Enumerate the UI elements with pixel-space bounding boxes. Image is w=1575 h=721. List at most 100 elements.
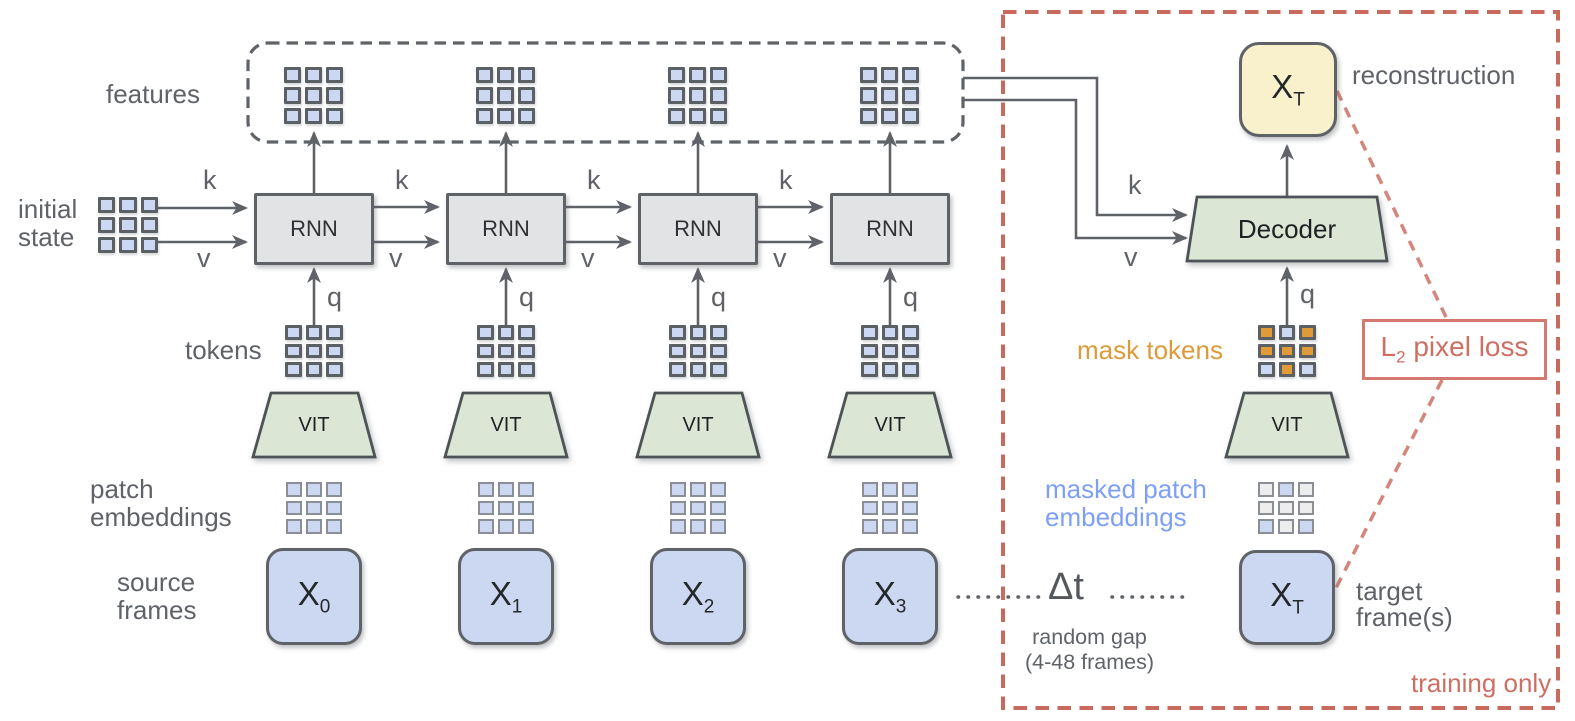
patch-cell [881, 343, 899, 359]
source-frames-label-line1: source [117, 567, 196, 597]
patch-cell [285, 343, 302, 359]
patch-cell [497, 107, 514, 124]
patch-cell [1278, 343, 1296, 359]
decoder-trapezoid: Decoder [1185, 194, 1389, 264]
patch-cell [710, 500, 726, 516]
features-grid-1 [284, 67, 343, 124]
source-frames-label-line2: frames [117, 595, 197, 625]
patch-cell [690, 519, 706, 534]
patch-cell [305, 362, 323, 377]
patch-cell [326, 482, 342, 497]
k-label-decoder: k [1128, 170, 1142, 200]
source-frame-x1: X1 [458, 548, 554, 645]
patch-cell [518, 343, 535, 359]
patch-cell [305, 87, 322, 104]
patch-cell [98, 217, 116, 233]
patch-cell [902, 107, 919, 124]
patch-cell [862, 482, 878, 497]
patch-cell [668, 87, 685, 104]
patch-cell [668, 67, 685, 84]
initial-state-grid [98, 197, 158, 253]
patch-cell [710, 67, 727, 84]
patch-cell [902, 325, 919, 340]
patch-embeddings-label-line1: patch [90, 474, 154, 504]
random-gap-label-line1: random gap [1032, 625, 1147, 649]
patch-cell [861, 343, 878, 359]
v-label-decoder: v [1124, 242, 1138, 272]
patch-cell [305, 107, 322, 124]
patch-cell [306, 519, 322, 534]
features-label: features [106, 79, 200, 109]
patch-cell [326, 67, 343, 84]
patch-cell [478, 482, 494, 497]
patch-cell [1299, 343, 1316, 359]
patch-cell [881, 107, 898, 124]
patch-cell [861, 362, 878, 377]
rnn-box-2: RNN [446, 193, 566, 265]
patch-cell [669, 325, 686, 340]
l2-pixel-loss-label: L2 pixel loss [1380, 331, 1529, 367]
training-only-dashed-box [1001, 10, 1560, 710]
delta-t-label: Δt [1048, 566, 1084, 608]
tokens-grid-2 [477, 325, 535, 377]
vit-label: VIT [1271, 413, 1303, 436]
patch-cell [477, 362, 494, 377]
k-label-1: k [203, 165, 217, 195]
patch-cell [669, 343, 686, 359]
q-label-1: q [327, 282, 343, 312]
patch-cell [286, 482, 302, 497]
rnn-box-1: RNN [254, 193, 374, 265]
patch-cell [284, 87, 301, 104]
random-gap-label-line2: (4-48 frames) [1024, 650, 1155, 674]
patch-cell [668, 107, 685, 124]
patch-cell [140, 197, 158, 213]
patch-cell [862, 500, 878, 516]
patch-cell [902, 67, 919, 84]
features-dashed-box [246, 41, 965, 144]
target-frame-label-line2: frame(s) [1356, 602, 1453, 632]
patch-cell [286, 519, 302, 534]
initial-state-label-line1: initial [18, 194, 78, 224]
vit-trapezoid-3: VIT [635, 390, 761, 460]
k-label-4: k [779, 165, 793, 195]
patch-cell [1258, 519, 1274, 534]
patch-cell [902, 500, 918, 516]
rnn-box-3: RNN [638, 193, 758, 265]
tokens-grid-4 [861, 325, 919, 377]
features-grid-3 [668, 67, 727, 124]
patch-cell [1278, 519, 1294, 534]
patch-cell [902, 343, 919, 359]
patch-embeddings-grid-2 [478, 482, 534, 534]
patch-cell [1258, 362, 1275, 377]
patch-cell [1278, 482, 1294, 497]
patch-cell [1299, 325, 1316, 340]
masked-patch-embeddings-label-line1: masked patch [1045, 474, 1207, 504]
patch-cell [1278, 362, 1296, 377]
patch-cell [690, 500, 706, 516]
tokens-grid-1 [285, 325, 343, 377]
rnn-label: RNN [482, 216, 530, 241]
patch-cell [518, 482, 534, 497]
patch-cell [689, 362, 707, 377]
patch-cell [98, 197, 116, 213]
patch-cell [497, 67, 514, 84]
patch-cell [326, 362, 343, 377]
loss-dashed-connectors [1334, 90, 1449, 589]
patch-cell [285, 362, 302, 377]
patch-cell [882, 500, 898, 516]
patch-cell [1298, 500, 1314, 516]
vit-trapezoid-2: VIT [443, 390, 569, 460]
patch-embeddings-grid-1 [286, 482, 342, 534]
patch-cell [860, 107, 877, 124]
patch-cell [284, 107, 301, 124]
patch-cell [478, 500, 494, 516]
patch-cell [1298, 482, 1314, 497]
patch-cell [284, 67, 301, 84]
patch-cell [305, 325, 323, 340]
patch-cell [882, 519, 898, 534]
target-frame-label-line1: target [1356, 576, 1423, 606]
patch-cell [710, 325, 727, 340]
patch-cell [285, 325, 302, 340]
